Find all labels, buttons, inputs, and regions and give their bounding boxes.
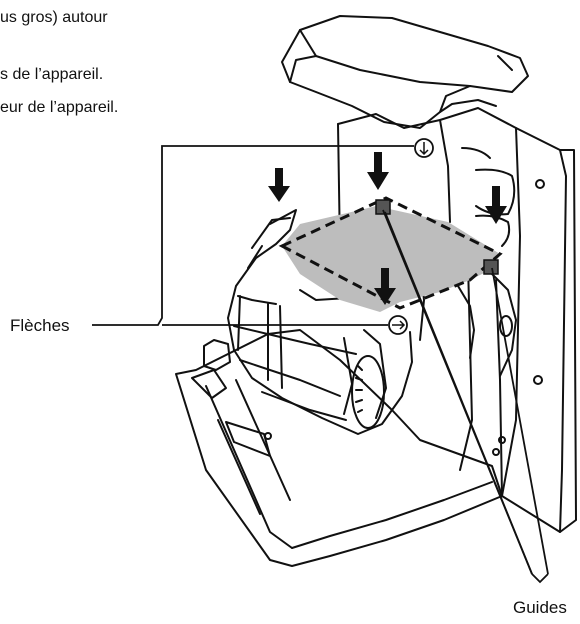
arrow-center-icon (374, 268, 396, 305)
instruction-line-2: s de l’appareil. (0, 66, 104, 83)
label-guides: Guides (513, 598, 567, 617)
ribbon-dashed-outline (278, 196, 503, 310)
printer-tray (175, 329, 503, 567)
arrow-right-icon (485, 186, 507, 224)
instruction-line-3: eur de l’appareil. (0, 99, 119, 116)
printer-body (337, 107, 567, 533)
arrow-left-icon (268, 168, 290, 202)
guide-clip-right (483, 259, 499, 275)
guides-callout-line-3 (491, 267, 549, 575)
label-fleches: Flèches (10, 316, 70, 335)
arrow-top-icon (367, 152, 389, 190)
guides-callout-line-2 (384, 211, 533, 575)
instruction-line-1: us gros) autour (0, 9, 108, 26)
guide-clip-top (375, 199, 391, 215)
fleches-callout-line (92, 145, 414, 326)
printer-lid (281, 15, 529, 129)
ribbon-shaded-area (282, 206, 500, 312)
ribbon-cassette (227, 209, 413, 435)
